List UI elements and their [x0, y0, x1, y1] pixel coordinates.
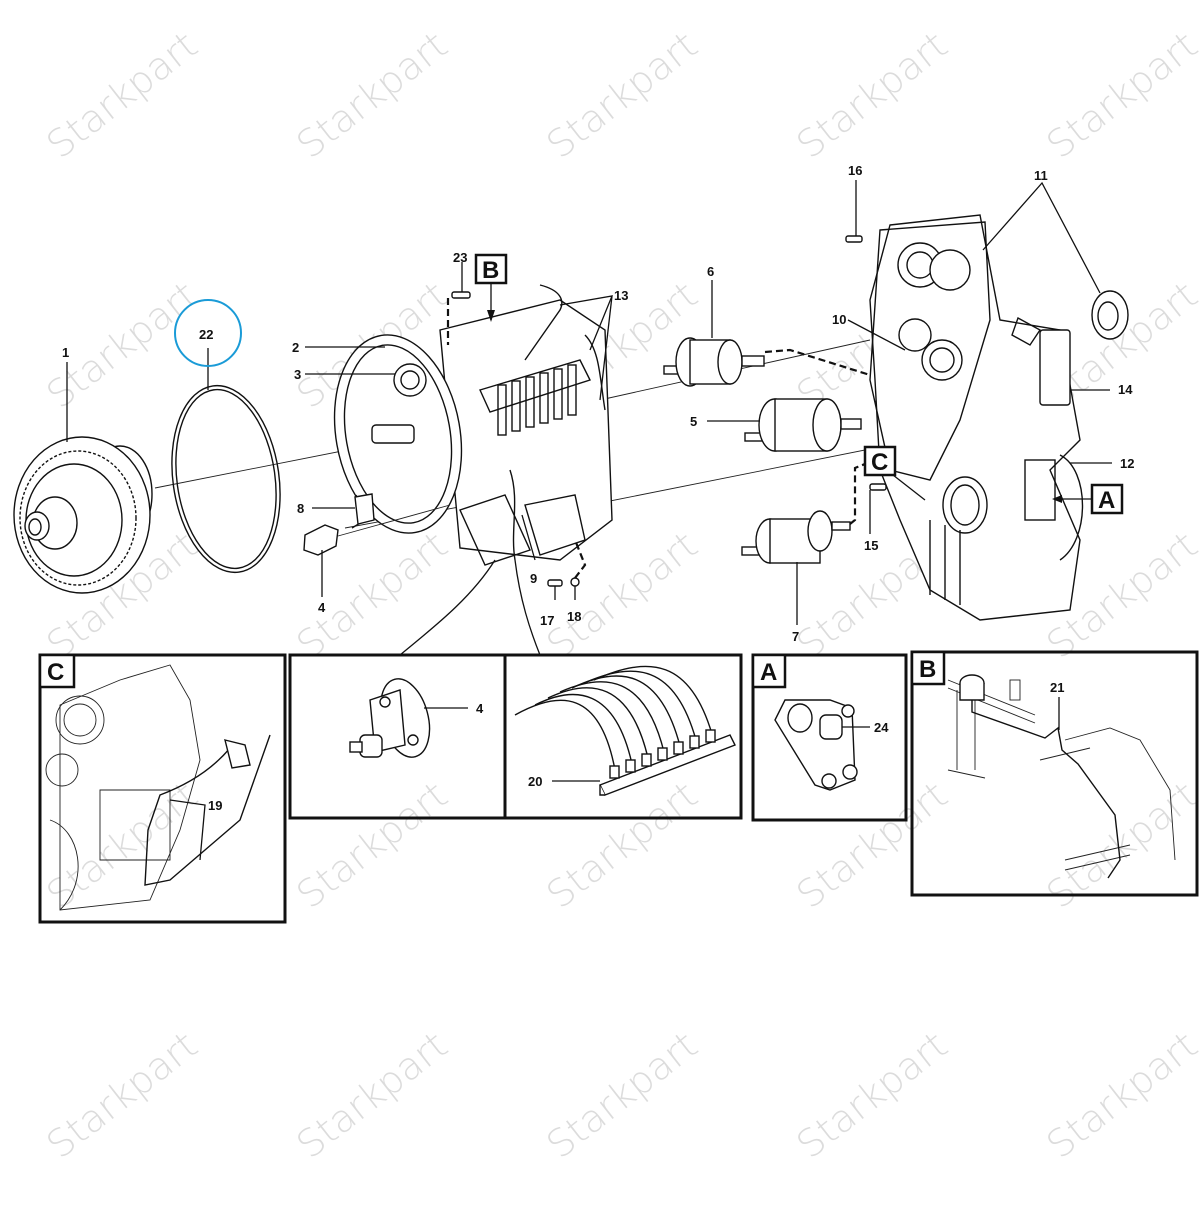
part-14-filter[interactable] — [1011, 316, 1071, 406]
inset-part-20: 20 — [503, 653, 743, 820]
svg-text:Starkpart: Starkpart — [538, 23, 705, 167]
callout-15: 15 — [864, 538, 878, 553]
part-5-gear-shaft[interactable] — [744, 398, 862, 452]
callout-16: 16 — [848, 163, 862, 178]
view-tag-a[interactable]: A — [1090, 483, 1124, 515]
svg-text:B: B — [482, 257, 499, 284]
part-7-gear-shaft[interactable] — [741, 458, 876, 564]
callout-24: 24 — [874, 720, 889, 735]
callout-19: 19 — [208, 798, 222, 813]
svg-text:A: A — [1098, 487, 1115, 514]
callout-14: 14 — [1118, 382, 1133, 397]
part-8-plug[interactable] — [354, 493, 375, 525]
callout-13: 13 — [614, 288, 628, 303]
inset-a-tag: A — [760, 659, 777, 686]
part-23-screw[interactable] — [446, 291, 471, 345]
view-tag-c[interactable]: C — [863, 445, 897, 477]
svg-text:Starkpart: Starkpart — [38, 23, 205, 167]
part-16-dowel-pin[interactable] — [845, 235, 863, 243]
callout-5: 5 — [690, 414, 697, 429]
svg-text:Starkpart: Starkpart — [538, 1023, 705, 1167]
callout-11: 11 — [1034, 168, 1048, 183]
part-11-seal[interactable] — [1091, 290, 1129, 340]
svg-text:Starkpart: Starkpart — [538, 773, 705, 917]
svg-text:Starkpart: Starkpart — [288, 23, 455, 167]
callout-21: 21 — [1050, 680, 1064, 695]
callout-12: 12 — [1120, 456, 1134, 471]
callout-22-highlight[interactable]: 22 — [174, 299, 242, 367]
callout-4: 4 — [318, 600, 326, 615]
svg-text:Starkpart: Starkpart — [1038, 23, 1200, 167]
inset-c-tag: C — [47, 659, 64, 686]
part-17-screw[interactable] — [547, 579, 563, 587]
callout-1: 1 — [62, 345, 69, 360]
callout-22: 22 — [199, 327, 213, 342]
callout-7: 7 — [792, 629, 799, 644]
callout-8: 8 — [297, 501, 304, 516]
svg-text:Starkpart: Starkpart — [788, 1023, 955, 1167]
svg-text:C: C — [871, 449, 888, 476]
inset-b-tag: B — [919, 656, 936, 683]
callout-23: 23 — [453, 250, 467, 265]
svg-text:Starkpart: Starkpart — [788, 23, 955, 167]
svg-text:Starkpart: Starkpart — [38, 773, 205, 917]
svg-text:Starkpart: Starkpart — [38, 1023, 205, 1167]
callout-9: 9 — [530, 571, 537, 586]
callout-6: 6 — [707, 264, 714, 279]
part-6-gear-shaft[interactable] — [663, 337, 871, 387]
callout-17: 17 — [540, 613, 554, 628]
callout-20: 20 — [528, 774, 542, 789]
part-1-clutch-drum[interactable] — [13, 436, 153, 594]
part-9-valve-block[interactable] — [479, 359, 591, 561]
part-15-dowel-pin[interactable] — [869, 483, 887, 491]
callout-10: 10 — [832, 312, 846, 327]
part-4-solenoid-valve[interactable] — [303, 504, 451, 556]
callout-4-inset: 4 — [476, 701, 484, 716]
inset-part-4: 4 — [288, 653, 507, 820]
part-22-o-ring[interactable] — [160, 379, 291, 580]
part-13-hose[interactable] — [524, 284, 606, 411]
callout-labels: 1 2 3 4 5 6 7 8 9 10 11 12 13 14 15 16 1… — [62, 163, 1134, 644]
inset-a: A 24 — [751, 653, 908, 822]
svg-text:Starkpart: Starkpart — [288, 773, 455, 917]
callout-2: 2 — [292, 340, 299, 355]
callout-3: 3 — [294, 367, 301, 382]
leader-lines — [66, 180, 1112, 656]
callout-18: 18 — [567, 609, 581, 624]
svg-text:Starkpart: Starkpart — [1038, 1023, 1200, 1167]
view-tag-b[interactable]: B — [474, 253, 508, 285]
inset-b: B 21 — [910, 650, 1199, 897]
part-11-gasket-and-cover-housing[interactable] — [869, 214, 1084, 621]
svg-text:Starkpart: Starkpart — [288, 1023, 455, 1167]
inset-c: C 19 — [38, 653, 287, 924]
